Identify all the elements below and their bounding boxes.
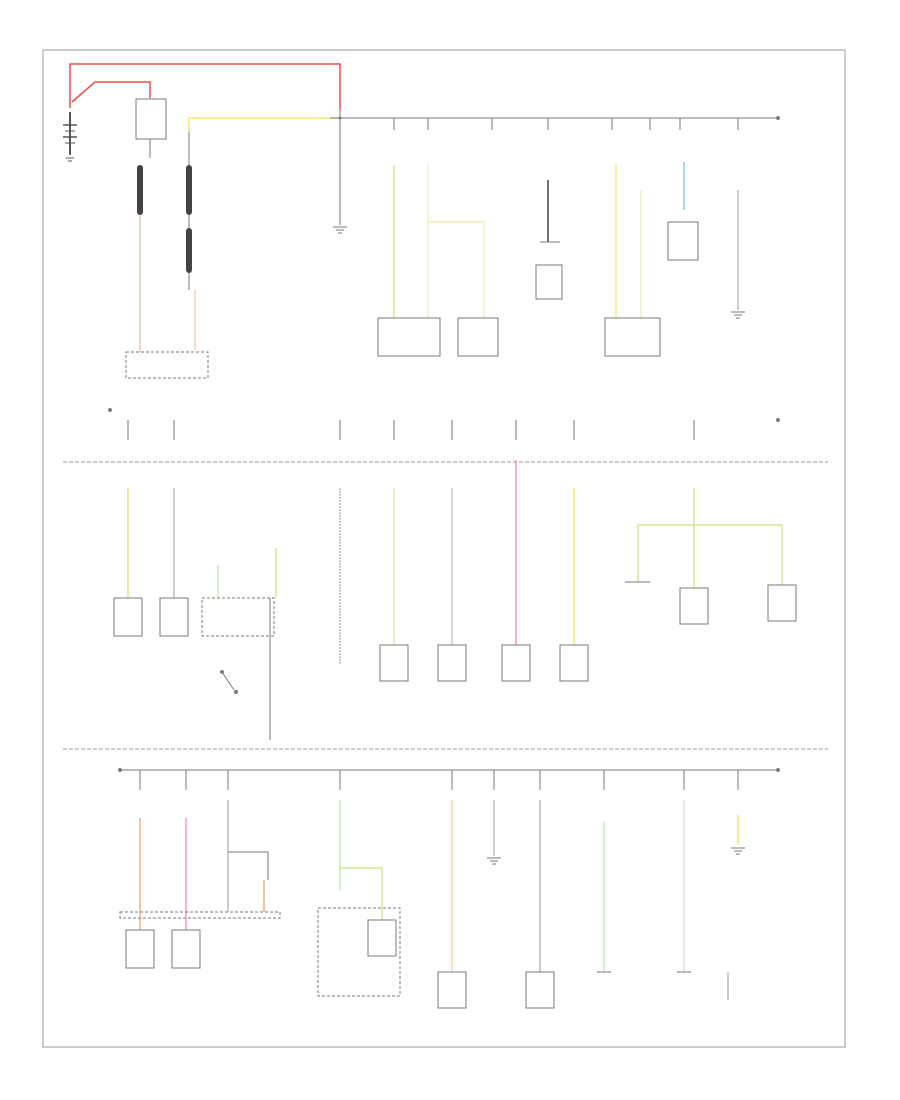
module-icon xyxy=(379,644,409,682)
fuse-link-icon xyxy=(186,228,192,273)
module-icon xyxy=(377,317,441,357)
bus-connector-dots xyxy=(108,116,780,772)
fuse-taps-1 xyxy=(339,118,739,225)
module-icon xyxy=(171,929,201,969)
ground-icon xyxy=(487,857,501,865)
relay-icon xyxy=(201,597,275,637)
module-icon xyxy=(367,919,397,957)
module-icon xyxy=(559,644,589,682)
wire-green-yellow xyxy=(340,867,383,920)
battery-cable-red-2 xyxy=(71,81,151,103)
diagram-frame xyxy=(42,49,846,1048)
wire-green-yellow xyxy=(637,524,783,585)
module-icon xyxy=(501,644,531,682)
module-icon xyxy=(767,584,797,622)
battery-icon xyxy=(63,112,77,162)
generator-box xyxy=(125,351,209,379)
wire-yellow xyxy=(428,221,485,318)
ground-icon xyxy=(731,847,745,855)
module-icon xyxy=(317,907,401,997)
module-icon xyxy=(525,971,555,1009)
wire-yellow xyxy=(188,117,340,132)
fuse-link-icon xyxy=(186,165,192,215)
module-icon xyxy=(535,264,563,300)
module-icon xyxy=(437,971,467,1009)
module-icon xyxy=(113,597,143,637)
starter-relay-box xyxy=(135,98,167,140)
fuse-taps-3 xyxy=(139,770,739,790)
module-icon xyxy=(667,221,699,261)
module-icon xyxy=(159,597,189,637)
module-icon xyxy=(604,317,661,357)
module-icon xyxy=(437,644,467,682)
switch-icon xyxy=(220,670,238,694)
module-icon xyxy=(679,587,709,625)
module-icon xyxy=(125,929,155,969)
module-icon xyxy=(457,317,499,357)
fuse-link-icon xyxy=(137,165,143,215)
ground-icon xyxy=(333,226,347,234)
fuse-taps-2 xyxy=(127,420,695,440)
module-icon xyxy=(119,911,281,919)
battery-cable-red xyxy=(69,63,341,110)
ground-icon xyxy=(731,311,745,319)
